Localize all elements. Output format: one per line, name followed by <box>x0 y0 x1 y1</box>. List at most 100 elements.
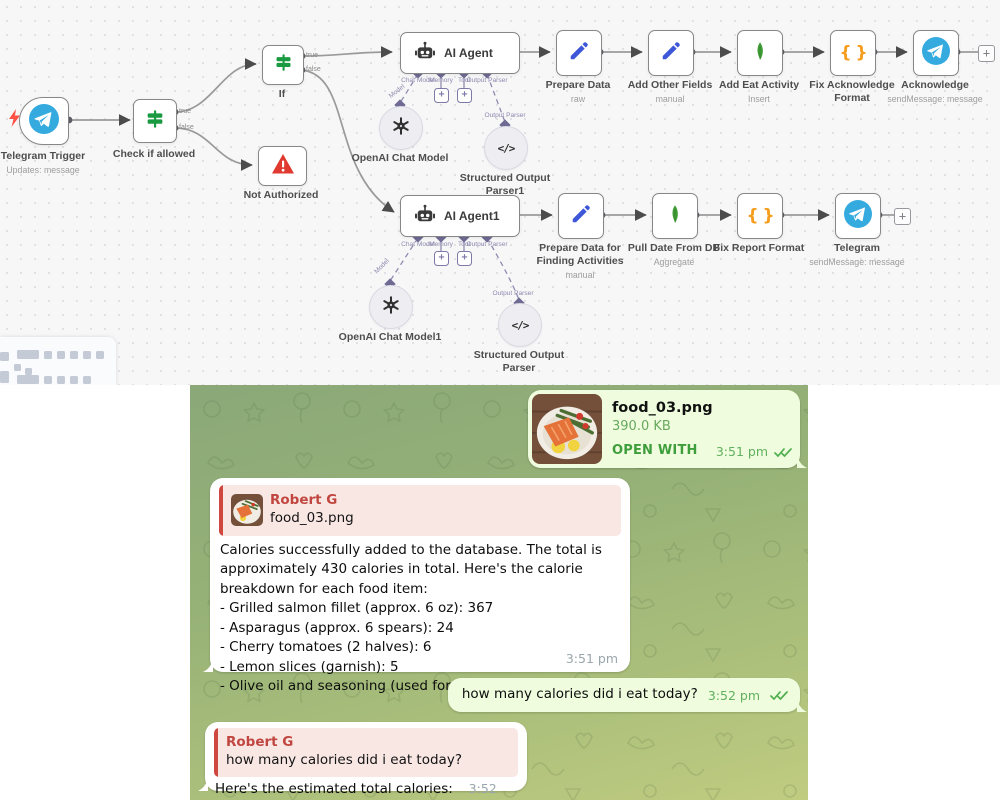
port-label-chat-model: Chat Model <box>401 77 435 84</box>
message-time: 3:52 pm <box>468 781 497 800</box>
port-label-tool: Tool <box>457 241 471 248</box>
port-label-true: true <box>306 52 319 59</box>
trigger-bolt-icon <box>9 109 20 127</box>
reply-sender-name: Robert G <box>270 492 338 509</box>
node-openai-chat-model1[interactable] <box>369 285 413 329</box>
node-add-eat-activity[interactable] <box>737 30 783 76</box>
node-fix-acknowledge-format[interactable]: { } <box>830 30 876 76</box>
node-title: AI Agent <box>444 46 493 60</box>
node-if[interactable] <box>262 45 304 85</box>
telegram-icon <box>29 103 59 139</box>
message-time: 3:51 pm <box>565 651 618 666</box>
port-label-output-parser: Output Parser <box>466 241 508 248</box>
openai-icon <box>380 294 402 321</box>
wire-label-output-parser: Output Parser <box>492 290 534 297</box>
node-prepare-data[interactable] <box>556 30 602 76</box>
node-check-if-allowed[interactable] <box>133 99 177 143</box>
node-telegram-trigger[interactable] <box>19 97 69 145</box>
node-label-not-authorized: Not Authorized <box>243 189 319 201</box>
port-label-output-parser: Output Parser <box>466 77 508 84</box>
node-label-if: If <box>278 88 286 100</box>
bubble-tail <box>797 454 807 468</box>
node-label-pull-date-from-db: Pull Date From DB Aggregate <box>627 242 721 268</box>
double-check-icon <box>770 690 788 700</box>
node-prepare-data-finding[interactable] <box>558 193 604 239</box>
node-acknowledge[interactable] <box>913 30 959 76</box>
add-memory-button[interactable]: + <box>434 251 449 266</box>
message-outgoing-file: food_03.png 390.0 KB OPEN WITH 3:51 pm <box>528 390 807 468</box>
telegram-icon <box>844 199 872 233</box>
node-telegram-send[interactable] <box>835 193 881 239</box>
add-memory-button[interactable]: + <box>434 88 449 103</box>
node-not-authorized[interactable] <box>258 146 307 186</box>
openai-icon <box>390 115 412 142</box>
workflow-canvas[interactable]: Telegram Trigger Updates: message true f… <box>0 0 1000 385</box>
node-openai-chat-model[interactable] <box>379 106 423 150</box>
mongodb-leaf-icon <box>750 40 770 67</box>
node-label-structured-output-parser1: Structured Output Parser1 <box>459 172 551 198</box>
wire-label-output-parser: Output Parser <box>484 112 526 119</box>
add-tool-button[interactable]: + <box>457 251 472 266</box>
node-ai-agent1[interactable]: AI Agent1 <box>400 195 520 237</box>
node-label-telegram-send: Telegram sendMessage: message <box>809 242 905 268</box>
food-photo-thumbnail[interactable] <box>532 394 602 464</box>
code-icon: </> <box>497 141 516 155</box>
bubble-tail <box>198 777 208 791</box>
message-text: how many calories did i eat today? <box>461 686 698 703</box>
node-label-openai-chat-model: OpenAI Chat Model <box>351 152 449 164</box>
node-label-add-other-fields: Add Other Fields manual <box>627 79 713 105</box>
reply-text: how many calories did i eat today? <box>226 752 462 768</box>
node-add-other-fields[interactable] <box>648 30 694 76</box>
port-label-false: false <box>179 124 194 131</box>
node-title: AI Agent1 <box>444 209 500 223</box>
add-node-button[interactable]: + <box>894 208 911 225</box>
port-label-tool: Tool <box>457 77 471 84</box>
braces-icon: { } <box>839 42 867 63</box>
node-label-acknowledge: Acknowledge sendMessage: message <box>887 79 983 105</box>
node-label-telegram-trigger: Telegram Trigger Updates: message <box>0 150 86 176</box>
file-size: 390.0 KB <box>612 419 671 434</box>
port-label-chat-model: Chat Model <box>401 241 435 248</box>
minimap[interactable] <box>0 337 116 385</box>
add-node-button[interactable]: + <box>978 45 995 62</box>
node-label-prepare-data-finding: Prepare Data for Finding Activities manu… <box>536 242 624 281</box>
node-label-prepare-data: Prepare Data raw <box>545 79 611 105</box>
robot-icon <box>414 41 436 66</box>
message-time: 3:52 pm <box>707 687 760 703</box>
double-check-icon <box>774 448 792 458</box>
message-time: 3:51 pm <box>715 444 768 459</box>
node-pull-date-from-db[interactable] <box>652 193 698 239</box>
if-signpost-icon <box>144 108 166 135</box>
robot-icon <box>414 204 436 229</box>
node-fix-report-format[interactable]: { } <box>737 193 783 239</box>
if-signpost-icon <box>273 52 294 78</box>
node-label-openai-chat-model1: OpenAI Chat Model1 <box>338 331 442 343</box>
message-incoming-breakdown: Robert G food_03.png Calories successful… <box>203 478 630 694</box>
reply-text: food_03.png <box>270 510 354 526</box>
message-body: Calories successfully added to the datab… <box>220 542 602 695</box>
warning-icon <box>271 153 295 180</box>
braces-icon: { } <box>746 205 774 226</box>
mongodb-leaf-icon <box>665 203 685 230</box>
reply-quote[interactable]: Robert G how many calories did i eat tod… <box>214 728 518 777</box>
port-label-memory: Memory <box>429 241 453 248</box>
port-label-memory: Memory <box>429 77 453 84</box>
node-ai-agent[interactable]: AI Agent <box>400 32 520 74</box>
open-with-button[interactable]: OPEN WITH <box>612 443 698 458</box>
add-tool-button[interactable]: + <box>457 88 472 103</box>
message-incoming-total: Robert G how many calories did i eat tod… <box>198 722 527 800</box>
port-label-false: false <box>306 66 321 73</box>
telegram-icon <box>922 36 950 70</box>
reply-quote[interactable]: Robert G food_03.png <box>219 485 621 536</box>
node-structured-output-parser[interactable]: </> <box>498 303 542 347</box>
message-body: Here's the estimated total calories: 188… <box>215 781 453 797</box>
telegram-chat: food_03.png 390.0 KB OPEN WITH 3:51 pm R… <box>190 385 808 800</box>
bubble-tail <box>203 658 213 672</box>
pencil-icon <box>570 203 592 230</box>
port-label-true: true <box>179 108 192 115</box>
code-icon: </> <box>511 318 530 332</box>
pencil-icon <box>660 40 682 67</box>
pencil-icon <box>568 40 590 67</box>
node-structured-output-parser1[interactable]: </> <box>484 126 528 170</box>
